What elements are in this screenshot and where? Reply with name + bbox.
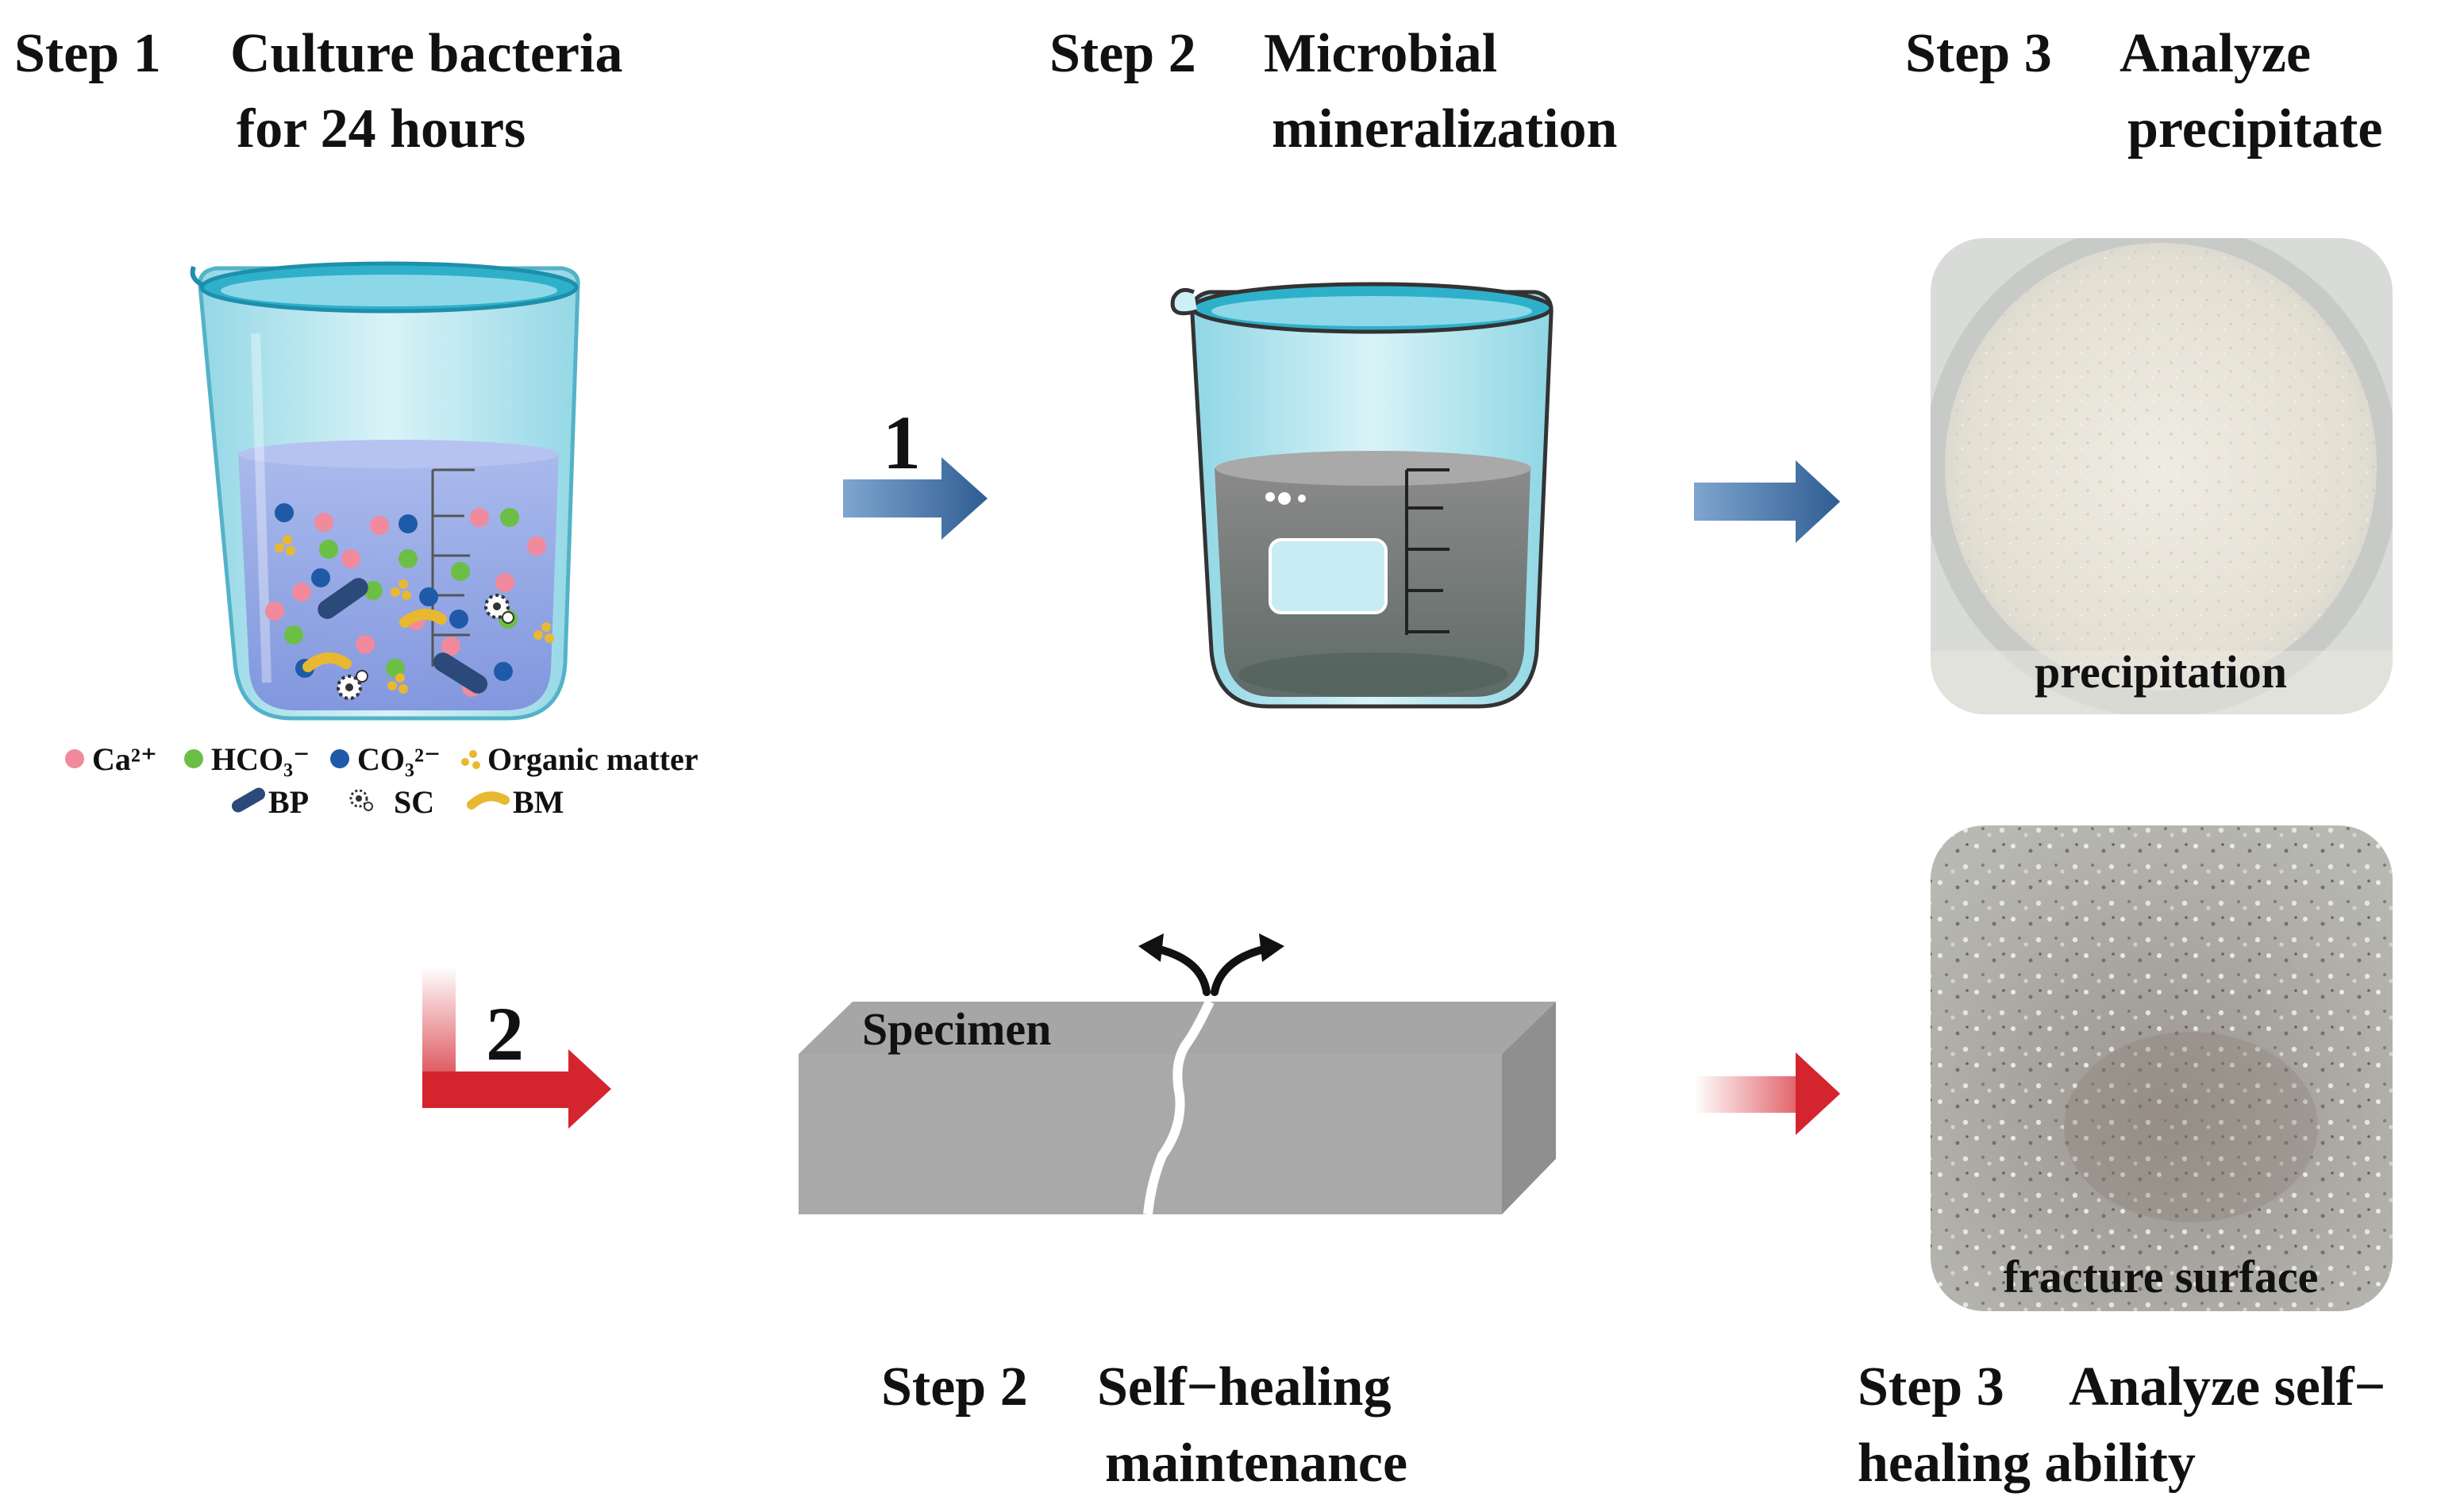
heading-step3-top: Step 3 Analyze precipitate	[1905, 23, 2382, 160]
step3-bottom-label: Step 3	[1858, 1356, 2004, 1418]
step1-title-line2: for 24 hours	[237, 98, 526, 160]
arrow-to-fracture	[1694, 1052, 1840, 1135]
legend-bm-swatch	[467, 791, 510, 810]
surface-bubbles	[1265, 492, 1306, 505]
legend: Ca²⁺ HCO₃⁻ CO₃²⁻ Organic matter BP SC BM	[65, 741, 698, 820]
submerged-sample	[1269, 538, 1388, 614]
legend-ca-swatch	[65, 749, 84, 768]
step2-top-line1: Microbial	[1264, 23, 1497, 84]
arrow-1-label: 1	[883, 400, 921, 485]
legend-sc-swatch	[349, 789, 373, 811]
step2-top-line2: mineralization	[1272, 98, 1617, 160]
step3-top-line2: precipitate	[2127, 98, 2382, 160]
arrow-2-label: 2	[486, 991, 524, 1076]
arrow-path-1: 1	[843, 400, 988, 540]
fracture-label: fracture surface	[2004, 1251, 2319, 1302]
legend-organic-swatch	[461, 750, 480, 769]
legend-bm: BM	[513, 784, 564, 820]
step3-top-line1: Analyze	[2120, 23, 2311, 84]
beaker1-scale	[431, 468, 475, 667]
legend-organic: Organic matter	[487, 741, 698, 777]
fracture-surface-photo: fracture surface	[1931, 825, 2393, 1311]
legend-hco3-swatch	[184, 749, 203, 768]
step3-bottom-line2: healing ability	[1858, 1433, 2196, 1494]
legend-ca: Ca²⁺	[92, 741, 157, 777]
mineralization-beaker	[1170, 282, 1554, 709]
step2-bottom-line2: maintenance	[1105, 1433, 1407, 1494]
step2-bottom-label: Step 2	[881, 1356, 1028, 1418]
co3-ions	[275, 503, 513, 681]
precipitation-photo: precipitation	[1931, 238, 2393, 714]
step2-top-label: Step 2	[1049, 23, 1196, 84]
legend-sc: SC	[394, 784, 434, 820]
legend-co3: CO₃²⁻	[357, 741, 441, 777]
arrow-path-2: 2	[422, 967, 611, 1129]
step3-top-label: Step 3	[1905, 23, 2052, 84]
bm-bacteria	[302, 609, 447, 672]
legend-co3-swatch	[330, 749, 349, 768]
organic-matter	[275, 535, 554, 694]
arrow-to-precipitate	[1694, 460, 1840, 543]
bp-bacteria	[318, 578, 488, 694]
heading-step1: Step 1 Culture bacteria for 24 hours	[14, 23, 622, 160]
specimen-block: Specimen	[799, 933, 1556, 1215]
heading-step3-bottom: Step 3 Analyze self− healing ability	[1858, 1356, 2386, 1494]
precipitation-label: precipitation	[2035, 646, 2287, 698]
heading-step2-top: Step 2 Microbial mineralization	[1049, 23, 1617, 160]
legend-bp: BP	[268, 784, 309, 820]
legend-bp-swatch	[232, 787, 265, 813]
legend-hco3: HCO₃⁻	[211, 741, 310, 777]
heading-step2-bottom: Step 2 Self−healing maintenance	[881, 1356, 1407, 1494]
beaker2-scale	[1405, 468, 1450, 635]
step2-bottom-line1: Self−healing	[1097, 1356, 1391, 1418]
step3-bottom-line1: Analyze self−	[2069, 1356, 2386, 1418]
step1-title-line1: Culture bacteria	[230, 23, 622, 84]
culture-beaker	[190, 261, 580, 721]
specimen-label: Specimen	[862, 1003, 1051, 1055]
split-arrows	[1155, 945, 1268, 996]
sc-bacteria	[337, 594, 514, 700]
step1-label: Step 1	[14, 23, 161, 84]
